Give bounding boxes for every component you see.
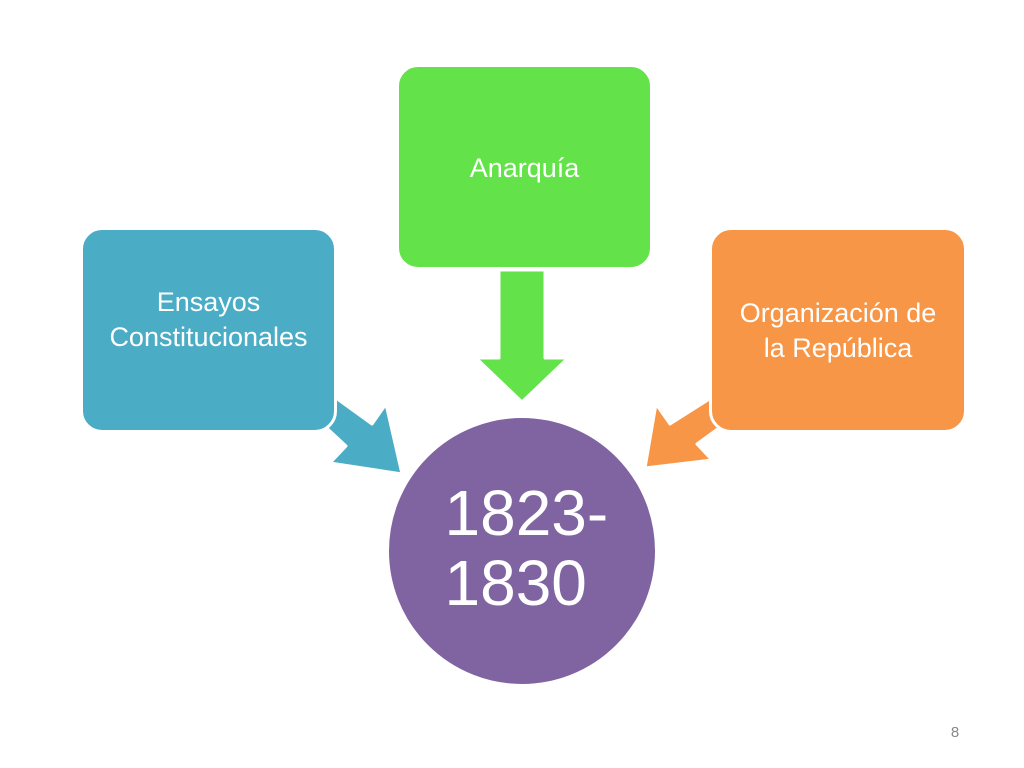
node-left-line2: Constitucionales [109, 322, 308, 352]
center-node-period: 1823- 1830 [386, 415, 658, 687]
node-right-line1: Organización de [739, 298, 937, 328]
page-number: 8 [950, 724, 960, 741]
node-right-line2: la República [763, 333, 913, 364]
node-top-label: Anarquía [469, 153, 580, 183]
arrow-top-to-center [474, 268, 570, 404]
node-ensayos-constitucionales: Ensayos Constitucionales [80, 227, 337, 433]
center-line1: 1823- [444, 476, 609, 549]
node-organizacion-republica: Organización de la República [709, 227, 967, 433]
center-line2: 1830 [444, 547, 587, 619]
node-left-line1: Ensayos [156, 286, 261, 317]
node-anarquia: Anarquía [396, 64, 653, 270]
